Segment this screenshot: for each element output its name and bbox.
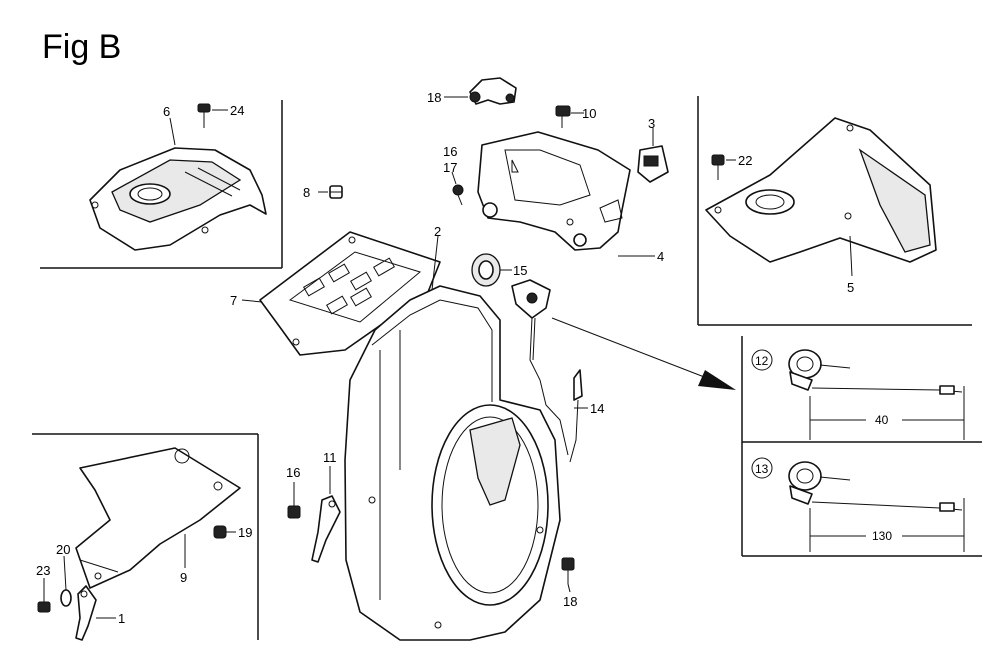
variant-12-dimension: 40	[875, 413, 889, 427]
callout-20: 20	[56, 542, 70, 557]
callout-22: 22	[738, 153, 752, 168]
part-4-shroud-bracket	[477, 131, 631, 251]
variant-13-dimension: 130	[872, 529, 892, 543]
callout-18-top: 18	[427, 90, 441, 105]
part-9-base-plate	[75, 447, 241, 589]
bolt-22	[711, 154, 725, 180]
part-14-stop-switch	[511, 279, 583, 463]
bolt-16-17	[452, 184, 464, 206]
inset-frame	[741, 336, 982, 557]
bolt-10	[555, 105, 571, 128]
callout-18-bottom: 18	[563, 594, 577, 609]
nut-8	[329, 185, 343, 199]
callout-4: 4	[657, 249, 664, 264]
figure-title: Fig B	[42, 28, 121, 66]
frame-top-right	[697, 96, 972, 326]
detail-pointer-arrow	[551, 317, 736, 390]
callout-9: 9	[180, 570, 187, 585]
callout-16-upper: 16	[443, 144, 457, 159]
callout-16-left: 16	[286, 465, 300, 480]
frame-bottom-left	[32, 433, 259, 640]
callout-14: 14	[590, 401, 604, 416]
callout-19: 19	[238, 525, 252, 540]
callout-23: 23	[36, 563, 50, 578]
callout-1: 1	[118, 611, 125, 626]
variant-12-ref: 12	[755, 354, 769, 368]
callout-24: 24	[230, 103, 244, 118]
callout-15: 15	[513, 263, 527, 278]
part-2-fan-housing	[344, 285, 561, 641]
bolt-18-bottom	[561, 557, 575, 584]
washer-20	[60, 589, 72, 607]
part-15-grommet	[471, 253, 501, 287]
callout-10: 10	[582, 106, 596, 121]
part-6-top-cover	[89, 147, 267, 251]
callout-8: 8	[303, 185, 310, 200]
bolt-16-left	[287, 496, 301, 519]
variant-13-ref: 13	[755, 462, 769, 476]
callout-6: 6	[163, 104, 170, 119]
part-3-clip	[637, 145, 669, 183]
inset-variant-12: 12 40	[751, 349, 965, 440]
bolt-23	[37, 594, 51, 613]
part-5-side-cover	[705, 117, 937, 263]
part-11-wire-clip	[311, 495, 341, 563]
nut-19	[213, 525, 227, 539]
callout-2: 2	[434, 224, 441, 239]
callout-3: 3	[648, 116, 655, 131]
frame-top-left	[40, 100, 283, 269]
callout-5: 5	[847, 280, 854, 295]
bolt-24	[197, 103, 211, 128]
inset-variant-13: 13 130	[751, 457, 965, 552]
part-1-terminal-clip	[75, 585, 97, 641]
callout-7: 7	[230, 293, 237, 308]
clip-18-top	[469, 77, 517, 105]
part-7-grille-plate	[259, 231, 441, 356]
callout-17: 17	[443, 160, 457, 175]
callout-11: 11	[323, 450, 337, 465]
